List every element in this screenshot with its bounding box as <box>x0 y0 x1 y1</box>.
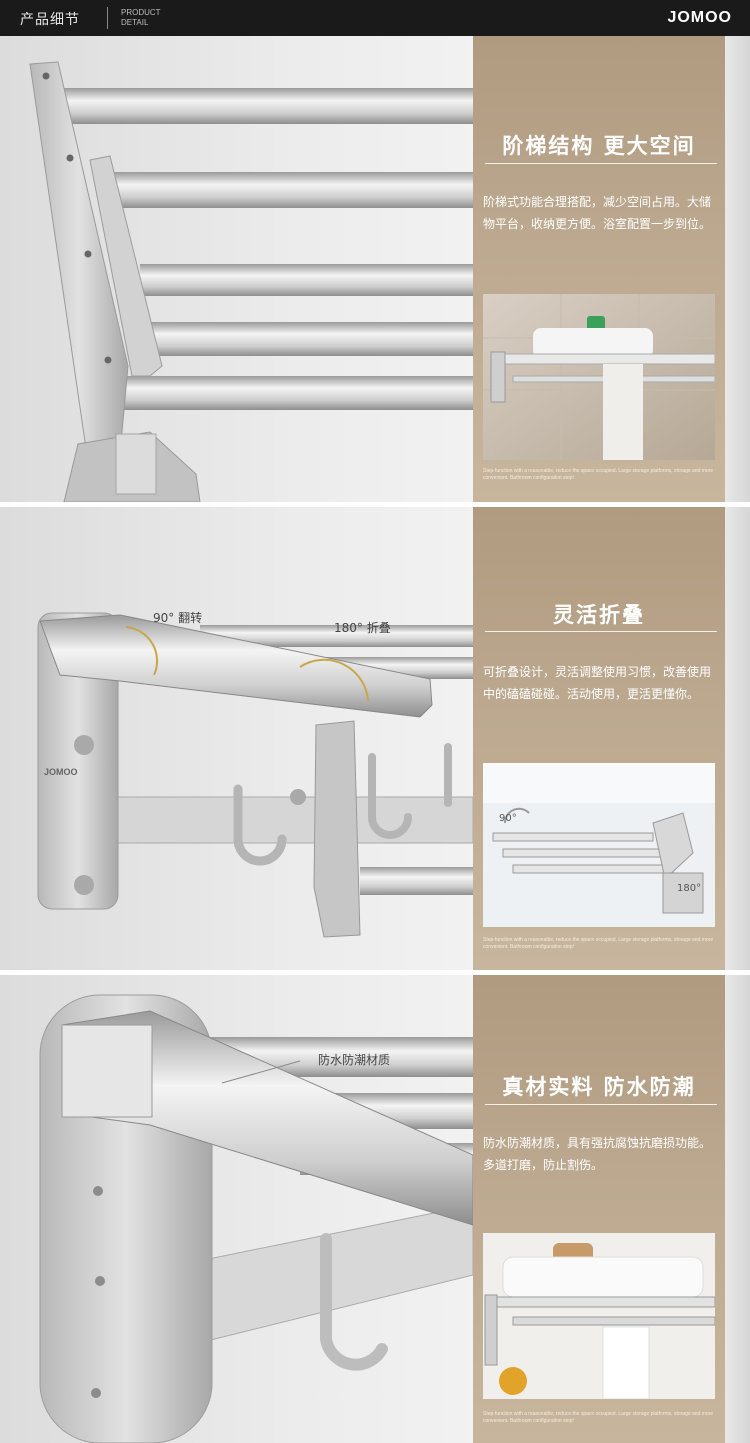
header-title-cn: 产品细节 <box>20 12 80 28</box>
section-real-material: 防水防潮材质 真材实料 防水防潮 防水防潮材质，具有强抗腐蚀抗磨损功能。多道打磨… <box>0 975 750 1443</box>
section-title: 真材实料 防水防潮 <box>502 1075 696 1099</box>
edge-bars-2 <box>725 507 750 970</box>
section-description: 防水防潮材质，具有强抗腐蚀抗磨损功能。多道打磨，防止割伤。 <box>483 1136 712 1172</box>
product-photo-ladder-rack <box>29 61 473 502</box>
section-title: 灵活折叠 <box>553 603 645 627</box>
info-panel-3: 真材实料 防水防潮 防水防潮材质，具有强抗腐蚀抗磨损功能。多道打磨，防止割伤。 … <box>473 975 725 1443</box>
title-underline <box>485 163 717 164</box>
info-panel-1: 阶梯结构 更大空间 阶梯式功能合理搭配，减少空间占用。大储物平台，收纳更方便。浴… <box>473 36 725 502</box>
section-flexible-folding: JOMOO 90° 翻转 180° 折叠 灵活折叠 可折叠设计，灵活调整使用习惯… <box>0 507 750 970</box>
image-caption: Step-function with a reasonable, reduce … <box>483 1411 714 1424</box>
brand-logo: JOMOO <box>667 9 732 26</box>
inset-90-label: 90° <box>499 813 517 824</box>
rotate-annotation: 90° 翻转 <box>153 611 203 625</box>
folding-rack-photo: 90° 180° <box>483 763 715 927</box>
product-photo-folding-bracket: JOMOO <box>37 612 473 938</box>
section-description: 阶梯式功能合理搭配，减少空间占用。大储物平台，收纳更方便。浴室配置一步到位。 <box>483 195 712 231</box>
title-underline <box>485 1104 717 1105</box>
title-underline <box>485 631 717 632</box>
header-title-en: PRODUCT DETAIL <box>121 8 161 28</box>
header-divider <box>107 7 108 29</box>
section-ladder-structure: 阶梯结构 更大空间 阶梯式功能合理搭配，减少空间占用。大储物平台，收纳更方便。浴… <box>0 36 750 502</box>
section-title: 阶梯结构 更大空间 <box>502 134 696 158</box>
section-description: 可折叠设计，灵活调整使用习惯，改善使用中的磕磕碰碰。活动使用，更活更懂你。 <box>483 665 712 701</box>
inset-180-label: 180° <box>677 883 701 894</box>
image-caption: Step-function with a reasonable, reduce … <box>483 937 714 950</box>
material-annotation: 防水防潮材质 <box>318 1053 391 1067</box>
fold-annotation: 180° 折叠 <box>334 621 391 635</box>
header-title-en-line2: DETAIL <box>121 18 149 27</box>
header-bar: 产品细节 PRODUCT DETAIL JOMOO <box>0 0 750 36</box>
image-caption: Step-function with a reasonable, reduce … <box>483 468 714 481</box>
product-photo-material-closeup <box>39 994 473 1443</box>
info-panel-2: 灵活折叠 可折叠设计，灵活调整使用习惯，改善使用中的磕磕碰碰。活动使用，更活更懂… <box>473 507 725 970</box>
edge-bars-1 <box>725 36 750 502</box>
bathroom-rack-photo <box>483 294 715 460</box>
edge-bars-3 <box>725 975 750 1443</box>
bracket-logo: JOMOO <box>44 767 78 777</box>
bathroom-shelf-photo <box>483 1233 715 1399</box>
header-title-en-line1: PRODUCT <box>121 8 161 17</box>
